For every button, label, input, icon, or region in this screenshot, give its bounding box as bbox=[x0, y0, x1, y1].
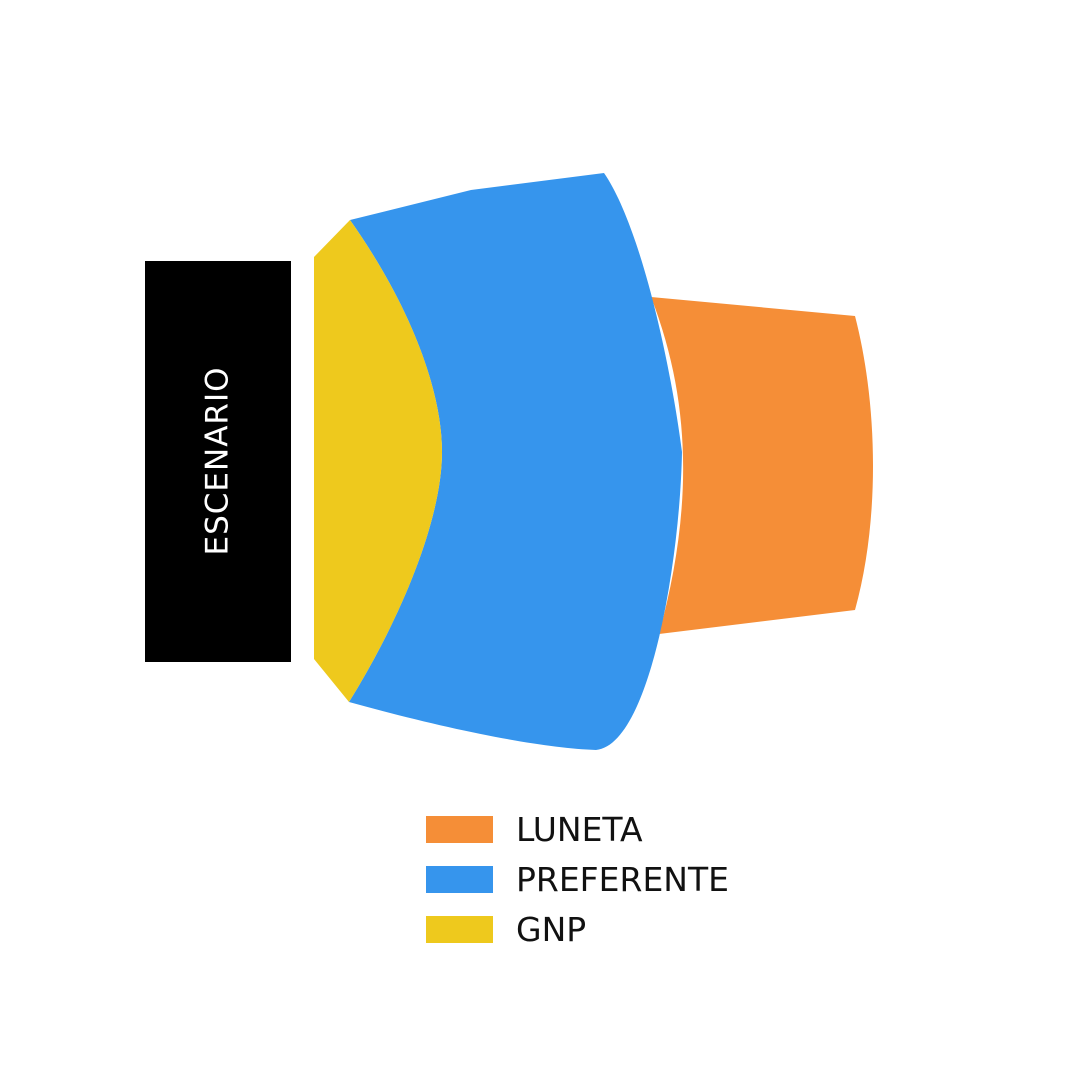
section-luneta[interactable] bbox=[651, 297, 874, 634]
legend-label-preferente: PREFERENTE bbox=[516, 859, 729, 899]
legend-item-luneta: LUNETA bbox=[426, 804, 729, 854]
stage: ESCENARIO bbox=[145, 261, 291, 662]
legend-swatch-preferente bbox=[426, 865, 493, 893]
legend-item-preferente: PREFERENTE bbox=[426, 854, 729, 904]
section-gnp[interactable] bbox=[314, 220, 442, 702]
legend: LUNETA PREFERENTE GNP bbox=[426, 804, 729, 954]
stage-label: ESCENARIO bbox=[199, 366, 236, 556]
legend-label-luneta: LUNETA bbox=[516, 809, 643, 849]
legend-swatch-luneta bbox=[426, 815, 493, 843]
legend-item-gnp: GNP bbox=[426, 904, 729, 954]
section-preferente[interactable] bbox=[349, 173, 682, 750]
legend-swatch-gnp bbox=[426, 915, 493, 943]
legend-label-gnp: GNP bbox=[516, 909, 587, 949]
